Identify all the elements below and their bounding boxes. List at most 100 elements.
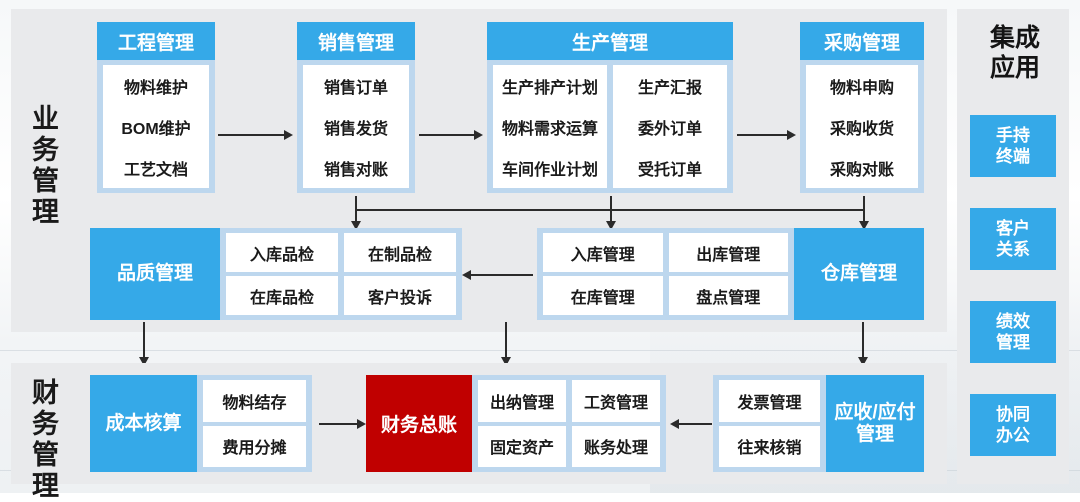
- module-item[interactable]: 物料结存: [203, 380, 306, 422]
- card-header-sales: 销售管理: [297, 22, 415, 60]
- card-row: 费用分摊: [203, 425, 306, 467]
- module-item[interactable]: 采购对账: [806, 147, 918, 188]
- card-row: 采购对账: [806, 147, 918, 188]
- card-row: 生产排产计划 生产汇报: [493, 65, 727, 106]
- connector-engineering-to-sales: [218, 134, 284, 136]
- module-item[interactable]: 物料申购: [806, 65, 918, 106]
- module-item[interactable]: 销售对账: [303, 147, 409, 188]
- card-row: 物料维护: [103, 65, 209, 106]
- arrow-bus-down-quality: [351, 221, 361, 230]
- card-engineering-management[interactable]: 工程管理 物料维护 BOM维护 工艺文档: [97, 22, 215, 193]
- arrow-warehouse-to-payable: [858, 357, 868, 366]
- module-item[interactable]: 在库管理: [543, 276, 663, 315]
- card-row: 往来核销: [719, 425, 820, 467]
- card-production-management[interactable]: 生产管理 生产排产计划 生产汇报 物料需求运算 委外订单 车间作业计划 受托订单: [487, 22, 733, 193]
- connector-bus-down-warehouse: [863, 209, 865, 223]
- label-line: 品质管理: [116, 263, 193, 284]
- card-cost-accounting[interactable]: 成本核算 物料结存 费用分摊: [90, 375, 312, 472]
- label-char: 理: [32, 471, 60, 501]
- module-item[interactable]: 出纳管理: [478, 380, 566, 422]
- arrow-engineering-to-sales: [284, 130, 293, 140]
- card-row: 工艺文档: [103, 147, 209, 188]
- card-row: 销售对账: [303, 147, 409, 188]
- label-char: 业: [32, 104, 60, 134]
- integration-button-handheld-terminal[interactable]: 手持 终端: [970, 115, 1056, 177]
- label-char: 务: [32, 409, 60, 439]
- connector-cost-to-ledger: [319, 423, 357, 425]
- module-item[interactable]: 客户投诉: [344, 276, 456, 315]
- module-item[interactable]: 采购收货: [806, 106, 918, 147]
- module-item[interactable]: 发票管理: [719, 380, 820, 422]
- card-receivable-payable[interactable]: 发票管理 往来核销 应收/应付 管理: [713, 375, 924, 472]
- module-item[interactable]: 出库管理: [668, 233, 788, 272]
- card-warehouse-management[interactable]: 入库管理 出库管理 在库管理 盘点管理 仓库管理: [537, 228, 924, 320]
- module-item[interactable]: 账务处理: [572, 425, 660, 467]
- connector-warehouse-to-payable: [862, 322, 864, 360]
- card-row: 车间作业计划 受托订单: [493, 147, 727, 188]
- module-item[interactable]: 物料需求运算: [493, 106, 607, 147]
- module-item[interactable]: 在库品检: [226, 276, 338, 315]
- connector-sales-to-production: [419, 134, 474, 136]
- module-item[interactable]: 固定资产: [478, 425, 566, 467]
- module-item[interactable]: 费用分摊: [203, 425, 306, 467]
- card-body-receivable-payable: 发票管理 往来核销: [713, 375, 826, 472]
- background-line-1: [0, 350, 1080, 351]
- card-row: 固定资产 账务处理: [478, 425, 660, 467]
- card-row: 采购收货: [806, 106, 918, 147]
- card-header-production: 生产管理: [487, 22, 733, 60]
- card-body-sales: 销售订单 销售发货 销售对账: [297, 60, 415, 193]
- business-management-label: 业 务 管 理: [29, 104, 63, 228]
- module-item[interactable]: 盘点管理: [668, 276, 788, 315]
- module-item[interactable]: 销售发货: [303, 106, 409, 147]
- module-item[interactable]: 工资管理: [572, 380, 660, 422]
- module-item[interactable]: 生产汇报: [613, 65, 727, 106]
- module-item[interactable]: 生产排产计划: [493, 65, 607, 106]
- card-quality-management[interactable]: 品质管理 入库品检 在制品检 在库品检 客户投诉: [90, 228, 462, 320]
- module-item[interactable]: 受托订单: [613, 147, 727, 188]
- arrow-sales-to-production: [474, 130, 483, 140]
- card-row: BOM维护: [103, 106, 209, 147]
- connector-payable-to-general: [679, 423, 712, 425]
- card-finance-general[interactable]: 出纳管理 工资管理 固定资产 账务处理: [472, 375, 666, 472]
- connector-warehouse-to-quality: [471, 274, 533, 276]
- card-row: 销售订单: [303, 65, 409, 106]
- module-item[interactable]: 入库品检: [226, 233, 338, 272]
- module-item[interactable]: 工艺文档: [103, 147, 209, 188]
- integration-button-collaborative-office[interactable]: 协同 办公: [970, 394, 1056, 456]
- card-purchasing-management[interactable]: 采购管理 物料申购 采购收货 采购对账: [800, 22, 924, 193]
- label-char: 管: [32, 440, 60, 470]
- integration-button-customer-relations[interactable]: 客户 关系: [970, 208, 1056, 270]
- card-general-ledger[interactable]: 财务总账: [366, 375, 472, 472]
- module-item[interactable]: 车间作业计划: [493, 147, 607, 188]
- card-body-quality: 入库品检 在制品检 在库品检 客户投诉: [220, 228, 462, 320]
- connector-production-to-purchasing: [737, 134, 787, 136]
- button-line: 管理: [996, 333, 1030, 352]
- module-item[interactable]: 入库管理: [543, 233, 663, 272]
- card-row: 物料结存: [203, 380, 306, 422]
- module-item[interactable]: 在制品检: [344, 233, 456, 272]
- button-line: 绩效: [996, 312, 1030, 331]
- label-line: 管理: [855, 423, 894, 445]
- module-item[interactable]: 物料维护: [103, 65, 209, 106]
- card-row: 物料需求运算 委外订单: [493, 106, 727, 147]
- integration-button-performance-management[interactable]: 绩效 管理: [970, 301, 1056, 363]
- module-item[interactable]: 委外订单: [613, 106, 727, 147]
- card-body-engineering: 物料维护 BOM维护 工艺文档: [97, 60, 215, 193]
- card-sales-management[interactable]: 销售管理 销售订单 销售发货 销售对账: [297, 22, 415, 193]
- label-char: 务: [32, 135, 60, 165]
- card-row: 入库品检 在制品检: [226, 233, 456, 272]
- module-item[interactable]: 往来核销: [719, 425, 820, 467]
- button-line: 办公: [996, 426, 1030, 445]
- card-label-quality: 品质管理: [90, 228, 220, 320]
- arrow-bus-down-warehouse: [859, 221, 869, 230]
- label-line: 应收/应付: [834, 401, 916, 423]
- card-label-warehouse: 仓库管理: [794, 228, 924, 320]
- card-header-engineering: 工程管理: [97, 22, 215, 60]
- connector-bus-down-quality: [355, 209, 357, 223]
- module-item[interactable]: BOM维护: [103, 106, 209, 147]
- module-item[interactable]: 销售订单: [303, 65, 409, 106]
- label-char: 理: [32, 197, 60, 227]
- connector-warehouse-to-ledger: [505, 322, 507, 360]
- button-line: 终端: [996, 147, 1030, 166]
- arrow-warehouse-to-quality: [462, 270, 471, 280]
